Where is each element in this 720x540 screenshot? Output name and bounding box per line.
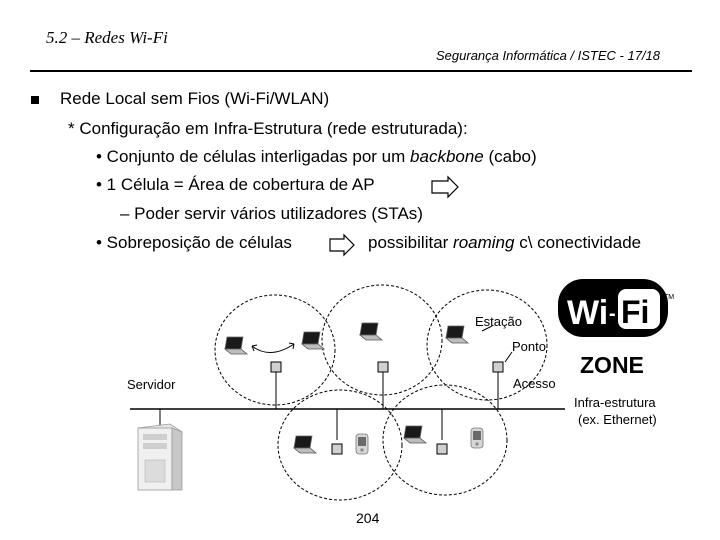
logo-wi-text: Wi (567, 294, 608, 332)
page-number: 204 (356, 510, 379, 526)
laptop-icon (294, 436, 316, 453)
infra-label-2: (ex. Ethernet) (578, 412, 657, 427)
ap-label-2: Acesso (513, 376, 556, 391)
server-label: Servidor (127, 377, 176, 392)
ap-label-1: Ponto (512, 339, 546, 354)
access-point-icon (437, 444, 447, 454)
logo-tm-text: TM (664, 294, 674, 301)
laptop-icon (302, 332, 324, 349)
roaming-arrow-icon (252, 343, 294, 353)
svg-text:-: - (609, 303, 616, 325)
laptop-icon (446, 326, 468, 343)
station-label: Estação (475, 314, 522, 329)
server-icon (138, 424, 182, 490)
pda-icon (471, 428, 483, 448)
wifi-zone-logo: Wi - Fi TM ZONE (558, 279, 674, 378)
implies-arrow-icon (432, 177, 458, 197)
infra-label-1: Infra-estrutura (574, 395, 656, 410)
pda-icon (356, 434, 368, 454)
laptop-icon (360, 323, 382, 340)
laptop-icon (404, 426, 426, 443)
implies-arrow-icon (330, 235, 354, 255)
laptop-icon (225, 337, 247, 354)
access-point-icon (332, 444, 342, 454)
logo-fi-text: Fi (621, 294, 649, 330)
ap-pointer (505, 352, 512, 362)
logo-zone-text: ZONE (580, 352, 644, 378)
access-point-icon (493, 362, 503, 372)
access-point-icon (271, 362, 281, 372)
access-point-icon (378, 362, 388, 372)
